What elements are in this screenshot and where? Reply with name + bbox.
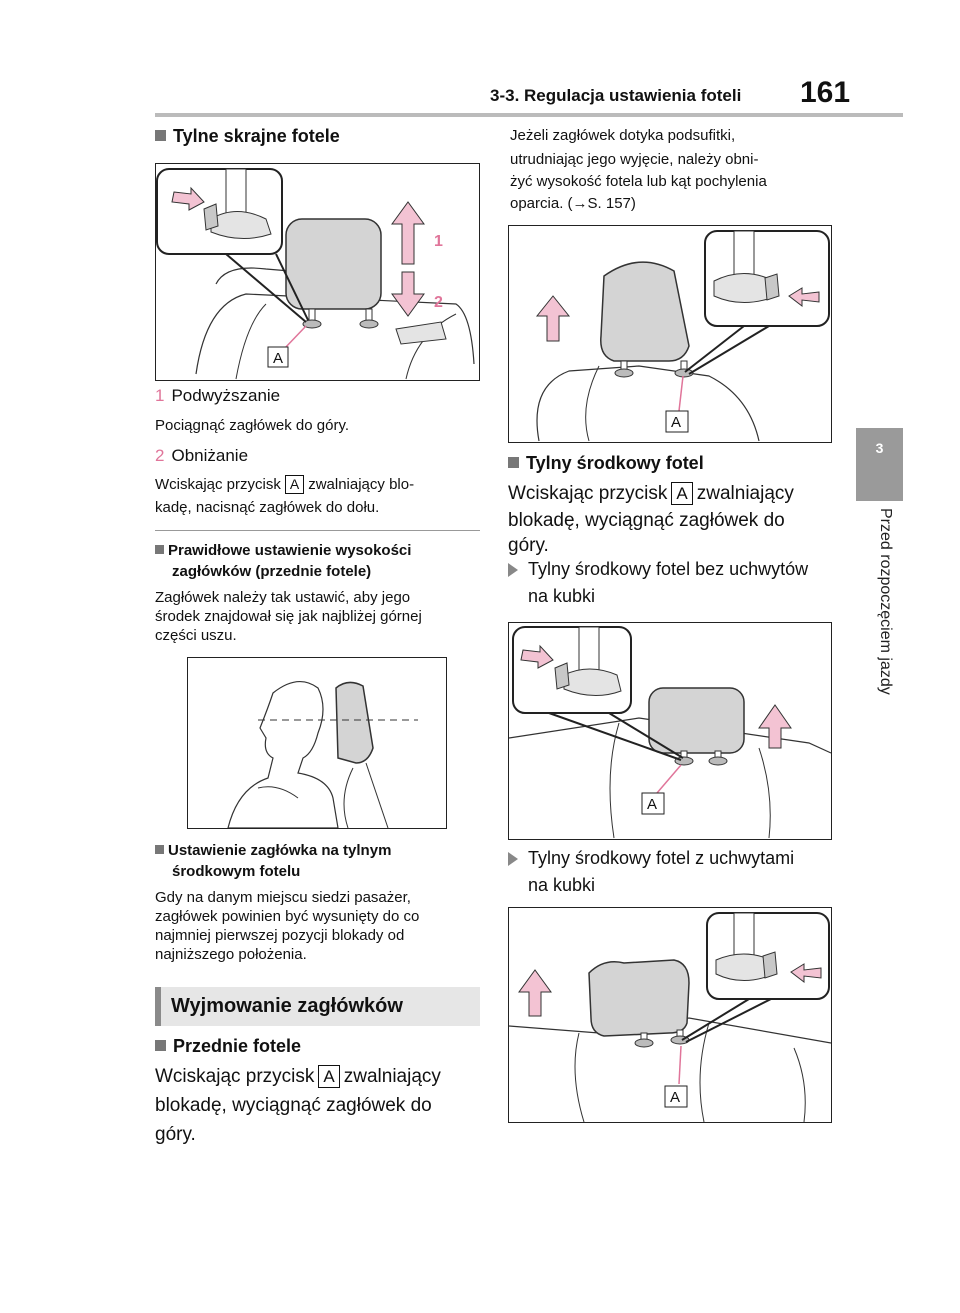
- heading-outer-rear-seats: Tylne skrajne fotele: [155, 126, 340, 147]
- label-raise: 1: [434, 233, 443, 250]
- correct-height-text-3: części uszu.: [155, 627, 237, 644]
- callout-a-box: [267, 346, 289, 368]
- button-a-ref: A: [318, 1065, 340, 1088]
- intro-text-4: oparcia. (→S. 157): [510, 195, 636, 212]
- front-seats-text-2: blokadę, wyciągnąć zagłówek do: [155, 1095, 432, 1116]
- heading-middle-seat-setting: Ustawienie zagłówka na tylnym: [155, 841, 391, 860]
- page-number: 161: [800, 76, 851, 109]
- triangle-bullet-icon: [508, 563, 518, 577]
- square-bullet-icon: [508, 457, 519, 468]
- heading-middle-seat-setting-cont: środkowym fotelu: [172, 863, 301, 880]
- section-removing-headrests: Wyjmowanie zagłówków: [155, 987, 480, 1026]
- middle-seat-text-4: najniższego położenia.: [155, 946, 307, 963]
- intro-text-1: Jeżeli zagłówek dotyka podsufitki,: [510, 127, 736, 144]
- callout-a: A: [273, 350, 283, 367]
- figure-outer-rear-headrest: A 1 2: [155, 163, 480, 381]
- chapter-title: Przed rozpoczęciem jazdy: [877, 508, 894, 695]
- step-lower-desc-cont: kadę, nacisnąć zagłówek do dołu.: [155, 499, 380, 516]
- heading-front-seats: Przednie fotele: [155, 1036, 301, 1057]
- callout-a: A: [647, 796, 657, 813]
- list-item-with-cupholders-cont: na kubki: [528, 875, 596, 895]
- chapter-tab: 3: [856, 428, 903, 501]
- header-divider: [155, 113, 903, 117]
- correct-height-text-1: Zagłówek należy tak ustawić, aby jego: [155, 589, 411, 606]
- heading-middle-rear-seat: Tylny środkowy fotel: [508, 453, 704, 474]
- label-lower: 2: [434, 294, 443, 311]
- figure-front-headrest-removal: A: [508, 225, 832, 443]
- square-bullet-icon: [155, 130, 166, 141]
- step-raise-desc: Pociągnąć zagłówek do góry.: [155, 417, 350, 434]
- list-item-no-cupholders: Tylny środkowy fotel bez uchwytów: [508, 557, 808, 582]
- intro-text-3: żyć wysokość fotela lub kąt pochylenia: [510, 173, 767, 190]
- figure-head-position: [187, 657, 447, 829]
- heading-correct-height-cont: zagłówków (przednie fotele): [172, 563, 372, 580]
- callout-a: A: [671, 414, 681, 431]
- figure-middle-with-cupholders: A: [508, 907, 832, 1123]
- middle-seat-text-3: najmniej pierwszej pozycji blokady od: [155, 927, 405, 944]
- figure-middle-no-cupholders: A: [508, 622, 832, 840]
- middle-seat-text-2: zagłówek powinien być wysunięty do co: [155, 908, 420, 925]
- intro-text-2: utrudniając jego wyjęcie, należy obni-: [510, 151, 759, 168]
- middle-seat-text-1: Gdy na danym miejscu siedzi pasażer,: [155, 889, 411, 906]
- list-item-no-cupholders-cont: na kubki: [528, 586, 596, 606]
- middle-rear-text-2: blokadę, wyciągnąć zagłówek do: [508, 510, 785, 531]
- section-title: 3-3. Regulacja ustawienia foteli: [490, 86, 742, 105]
- list-item-with-cupholders: Tylny środkowy fotel z uchwytami: [508, 846, 794, 871]
- square-bullet-icon: [155, 1040, 166, 1051]
- button-a-ref: A: [671, 482, 693, 505]
- square-bullet-icon: [155, 545, 164, 554]
- front-seats-text-3: góry.: [155, 1124, 196, 1145]
- middle-rear-text-3: góry.: [508, 535, 549, 556]
- divider: [155, 530, 480, 531]
- heading-correct-height: Prawidłowe ustawienie wysokości: [155, 541, 411, 560]
- triangle-bullet-icon: [508, 852, 518, 866]
- button-a-ref: A: [284, 475, 305, 494]
- correct-height-text-2: środek znajdował się jak najbliżej górne…: [155, 608, 422, 625]
- callout-a: A: [670, 1089, 680, 1106]
- square-bullet-icon: [155, 845, 164, 854]
